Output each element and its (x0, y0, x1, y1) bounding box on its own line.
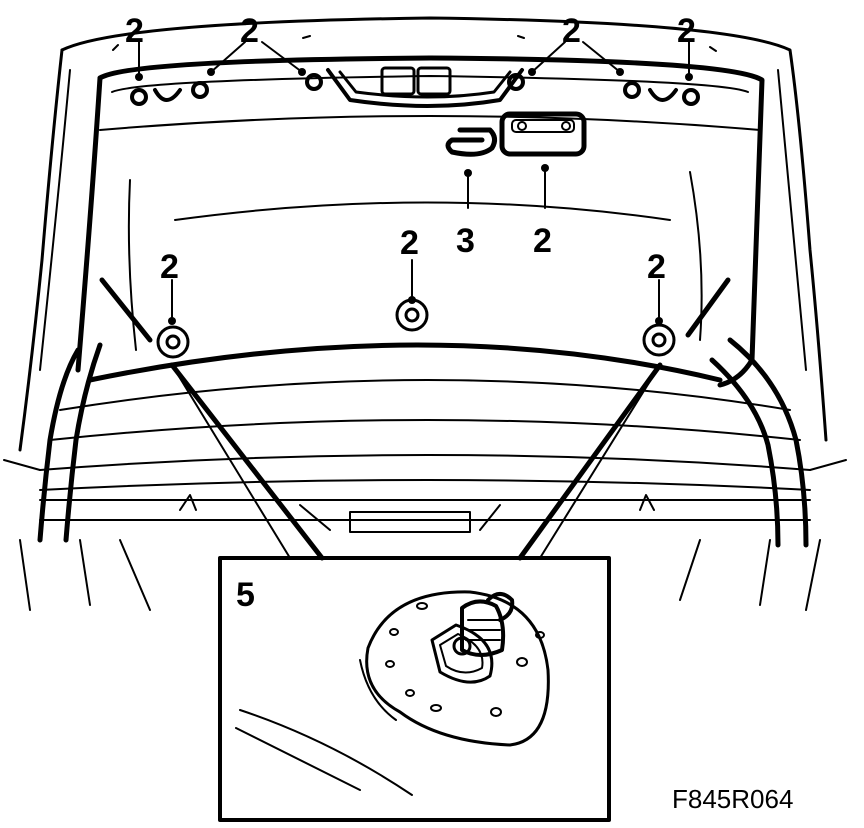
callout-middle-center: 2 (400, 224, 419, 262)
push-stud (460, 599, 506, 657)
detail-panel: 5 (218, 556, 611, 822)
fastener-hole (642, 323, 676, 357)
fastener-hole (507, 73, 525, 91)
fastener-hole (682, 88, 700, 106)
clip-item (445, 127, 498, 157)
callout-clip: 3 (456, 222, 475, 260)
callout-middle-right: 2 (647, 248, 666, 286)
callout-middle-left: 2 (160, 248, 179, 286)
callout-top-right-pair: 2 (562, 12, 581, 50)
fastener-hole (156, 325, 190, 359)
zoom-lines (169, 362, 663, 561)
fastener-hole (305, 73, 323, 91)
detail-panel-label: 5 (236, 576, 255, 614)
callout-top-left-pair: 2 (240, 12, 259, 50)
bumper-area (3, 337, 847, 611)
leader-lines (135, 41, 693, 325)
fastener-hole (130, 88, 148, 106)
callout-labels: 2 2 2 2 3 2 2 2 2 (125, 12, 696, 286)
mounting-plate (365, 590, 550, 747)
fastener-hole (395, 298, 429, 332)
fastener-hole (191, 81, 209, 99)
fastener-holes (130, 73, 700, 359)
figure-code: F845R064 (672, 784, 793, 814)
callout-pad: 2 (533, 222, 552, 260)
fastener-hole (623, 81, 641, 99)
callout-top-far-left: 2 (125, 12, 144, 50)
callout-top-far-right: 2 (677, 12, 696, 50)
tailgate-body (18, 16, 828, 452)
pad-item (499, 111, 587, 157)
